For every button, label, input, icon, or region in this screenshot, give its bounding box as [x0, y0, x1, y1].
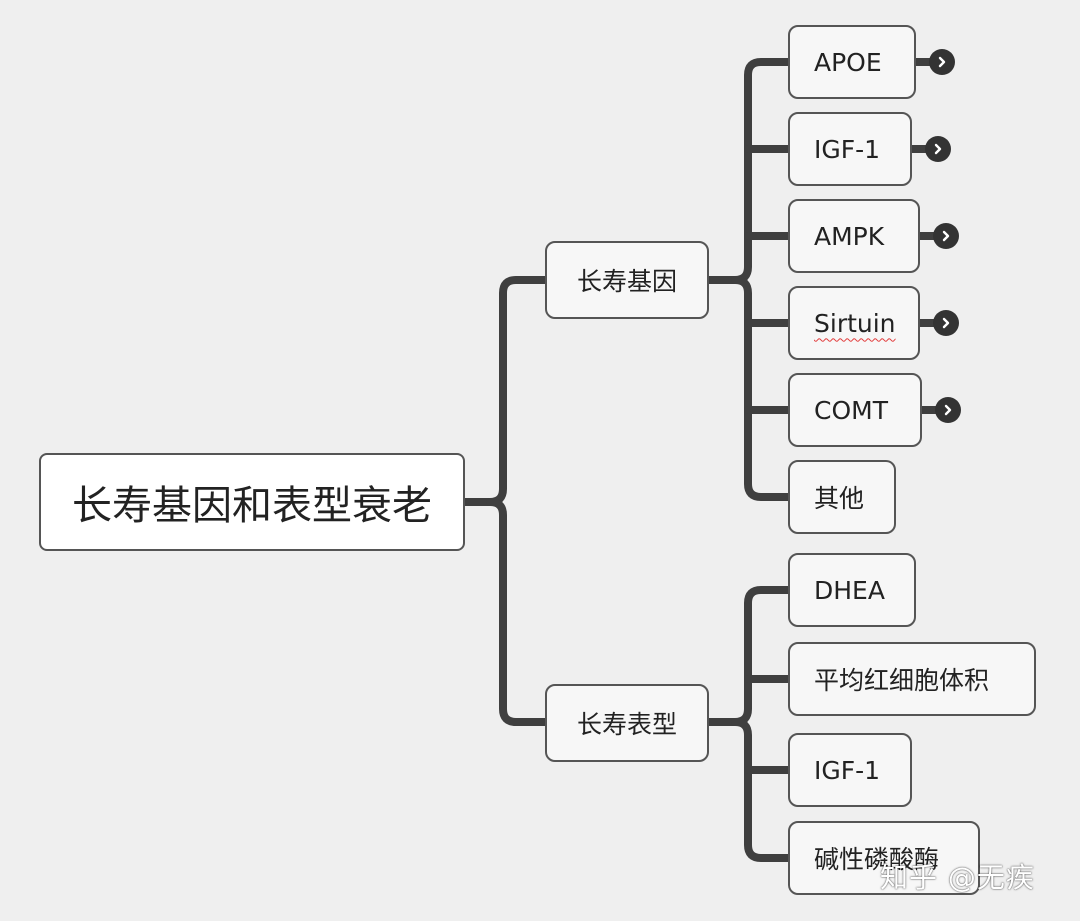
- leaf-igf1-gene[interactable]: IGF-1: [788, 112, 912, 186]
- expand-chevron-icon[interactable]: [925, 136, 951, 162]
- leaf-label: 其他: [814, 484, 865, 513]
- leaf-label: IGF-1: [814, 755, 881, 785]
- leaf-label: IGF-1: [814, 134, 881, 164]
- expand-chevron-icon[interactable]: [935, 397, 961, 423]
- leaf-label: 碱性磷酸酶: [814, 845, 940, 874]
- root-topic[interactable]: 长寿基因和表型衰老: [39, 453, 465, 551]
- leaf-ampk[interactable]: AMPK: [788, 199, 920, 273]
- leaf-dhea[interactable]: DHEA: [788, 553, 916, 627]
- connector-genes-trunk-lower: [731, 276, 792, 501]
- leaf-label: COMT: [814, 395, 888, 425]
- branch-longevity-phenotypes[interactable]: 长寿表型: [545, 684, 709, 762]
- leaf-sirtuin[interactable]: Sirtuin: [788, 286, 920, 360]
- leaf-comt[interactable]: COMT: [788, 373, 922, 447]
- expand-chevron-icon[interactable]: [933, 223, 959, 249]
- root-topic-label: 长寿基因和表型衰老: [72, 483, 432, 529]
- leaf-label: Sirtuin: [814, 308, 896, 338]
- connector-root-to-branch-genes: [461, 276, 549, 506]
- connector-phenotypes-trunk-lower: [731, 718, 792, 862]
- leaf-alkaline-phosphatase[interactable]: 碱性磷酸酶: [788, 821, 980, 895]
- leaf-igf1-phenotype[interactable]: IGF-1: [788, 733, 912, 807]
- leaf-apoe[interactable]: APOE: [788, 25, 916, 99]
- branch-label: 长寿基因: [576, 267, 677, 296]
- expand-chevron-icon[interactable]: [933, 310, 959, 336]
- watermark: 知乎 @无疾: [880, 861, 1035, 894]
- leaf-mean-corpuscular-volume[interactable]: 平均红细胞体积: [788, 642, 1036, 716]
- connector-root-to-branch-phenotypes: [486, 498, 549, 726]
- expand-chevron-icon[interactable]: [929, 49, 955, 75]
- branch-label: 长寿表型: [576, 710, 677, 739]
- leaf-others[interactable]: 其他: [788, 460, 896, 534]
- leaf-label: APOE: [814, 47, 882, 77]
- branch-longevity-genes[interactable]: 长寿基因: [545, 241, 709, 319]
- leaf-label: AMPK: [814, 221, 885, 251]
- connector-phenotypes-trunk: [704, 586, 792, 726]
- leaf-label: DHEA: [814, 575, 885, 605]
- leaf-label: 平均红细胞体积: [814, 666, 990, 695]
- connector-genes-trunk: [704, 58, 792, 284]
